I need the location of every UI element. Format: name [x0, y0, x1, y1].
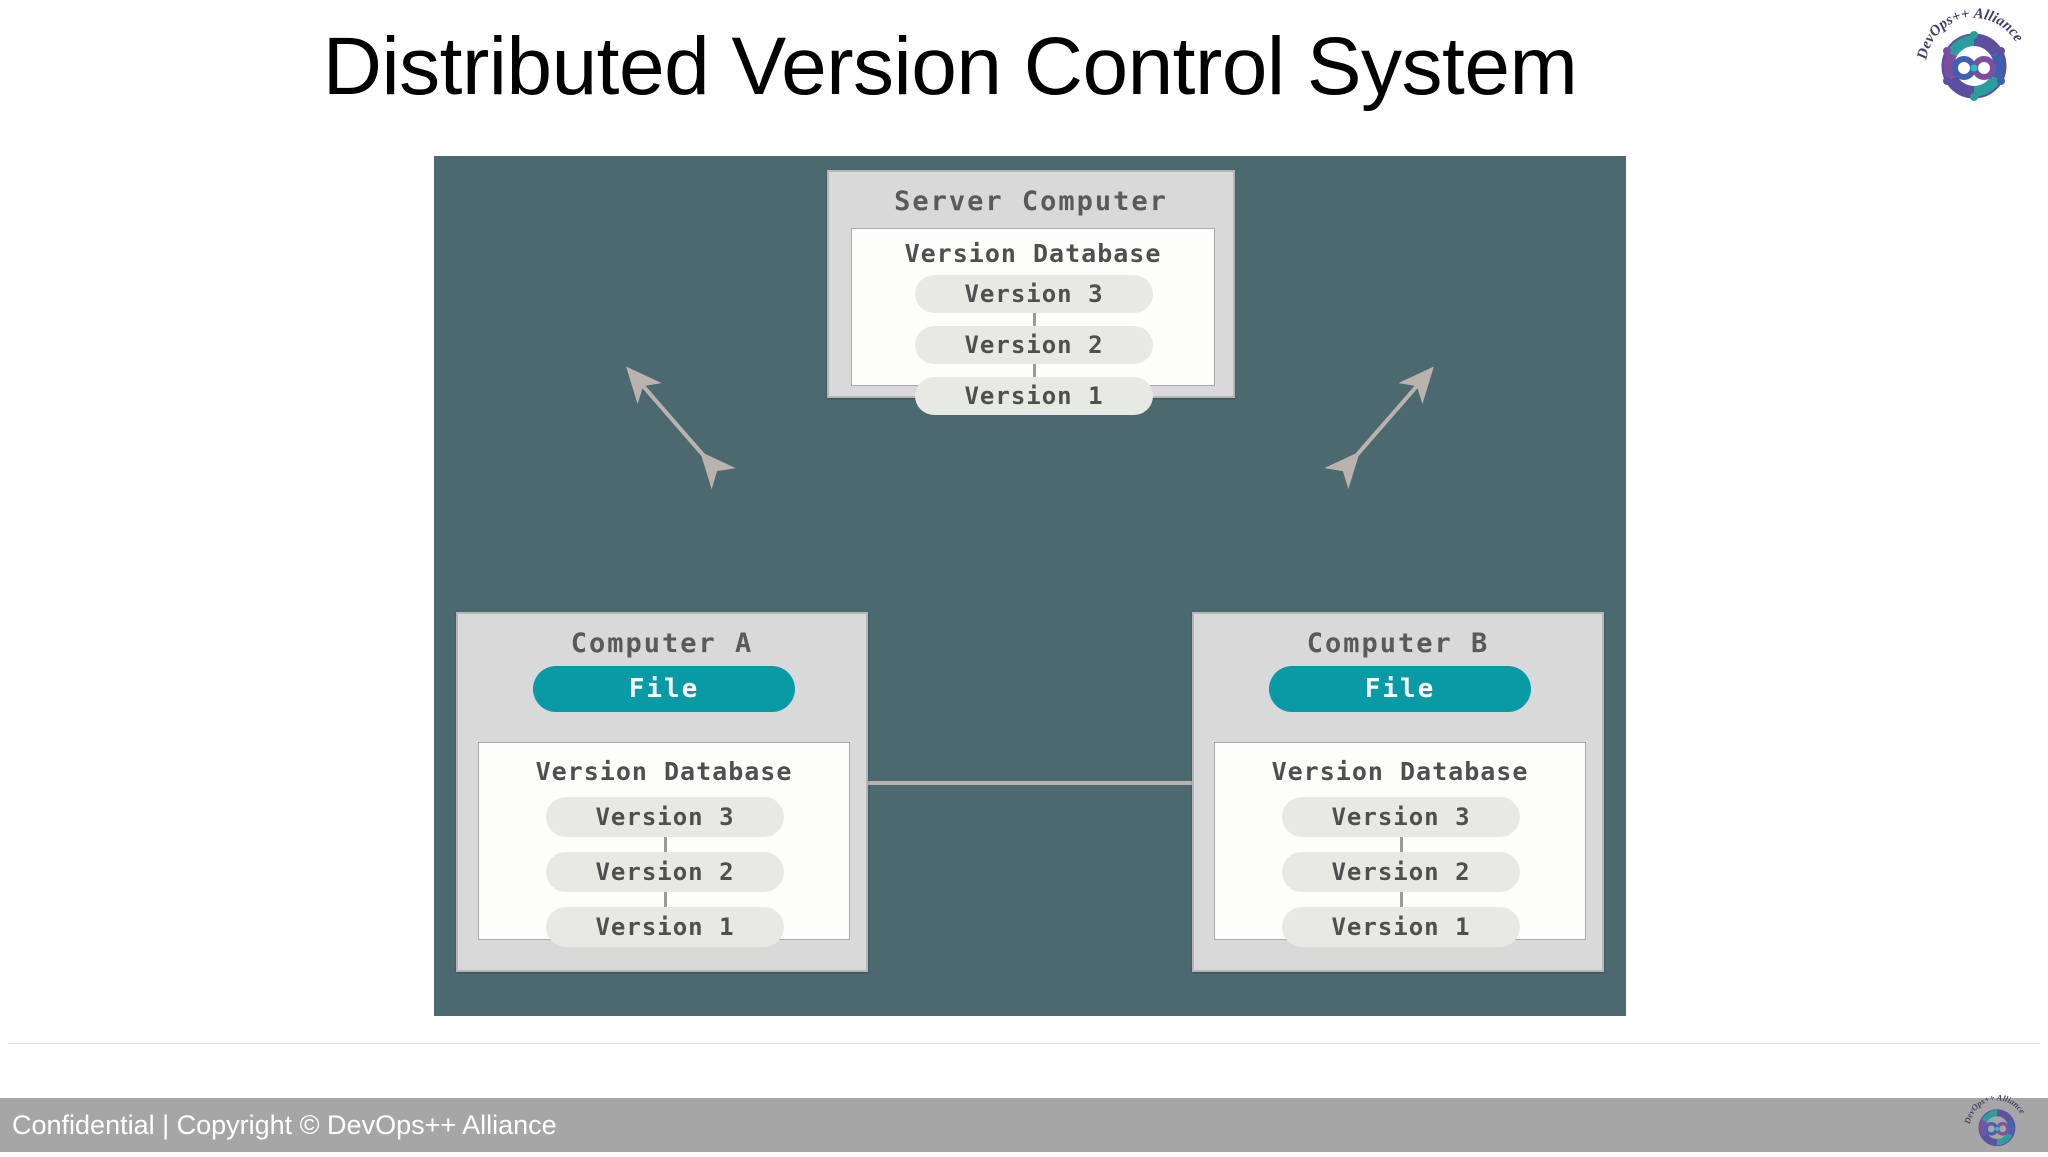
footer-divider: [8, 1043, 2040, 1044]
computer-b-version-pill-3: Version 3: [1282, 797, 1520, 837]
computer-a-version-database-title: Version Database: [535, 757, 793, 786]
page-title: Distributed Version Control System: [322, 21, 1578, 112]
server-version-pill-2: Version 2: [915, 326, 1153, 364]
computer-b-version-pill-1: Version 1: [1282, 907, 1520, 947]
computer-a-pill-connector-3-2: [664, 837, 667, 852]
diagram-canvas: Server Computer Version Database Version…: [434, 156, 1626, 1016]
server-computer-title: Server Computer: [894, 186, 1168, 217]
svg-text:DevOps++ Alliance: DevOps++ Alliance: [1964, 1092, 2028, 1126]
computer-b-box: Computer B File Version Database Version…: [1192, 612, 1604, 972]
computer-b-version-database-panel: Version Database Version 3 Version 2 Ver…: [1214, 742, 1586, 947]
footer-bar: Confidential | Copyright © DevOps++ Alli…: [0, 1092, 2048, 1152]
devops-alliance-footer-logo-icon: DevOps++ Alliance: [1962, 1092, 2030, 1152]
computer-b-title: Computer B: [1306, 628, 1490, 659]
server-pill-connector-2-1: [1033, 364, 1036, 377]
computer-a-version-pill-2: Version 2: [546, 852, 784, 892]
footer-text: Confidential | Copyright © DevOps++ Alli…: [12, 1110, 557, 1140]
computer-b-file-pill: File: [1269, 666, 1531, 712]
computer-a-box: Computer A File Version Database Version…: [456, 612, 868, 972]
server-version-pill-3: Version 3: [915, 275, 1153, 313]
server-pill-connector-3-2: [1033, 313, 1036, 326]
computer-a-version-pill-3: Version 3: [546, 797, 784, 837]
computer-b-version-pill-2: Version 2: [1282, 852, 1520, 892]
server-version-database-title: Version Database: [904, 239, 1162, 268]
devops-alliance-logo-icon: DevOps++ Alliance: [1914, 4, 2032, 108]
computer-b-version-database-title: Version Database: [1271, 757, 1529, 786]
computer-a-version-database-panel: Version Database Version 3 Version 2 Ver…: [478, 742, 850, 947]
server-computer-box: Server Computer Version Database Version…: [827, 170, 1235, 415]
computer-a-title: Computer A: [570, 628, 754, 659]
computer-a-file-pill: File: [533, 666, 795, 712]
computer-a-pill-connector-2-1: [664, 892, 667, 907]
computer-b-pill-connector-3-2: [1400, 837, 1403, 852]
computer-b-pill-connector-2-1: [1400, 892, 1403, 907]
server-version-database-panel: Version Database Version 3 Version 2 Ver…: [851, 228, 1215, 415]
server-version-pill-1: Version 1: [915, 377, 1153, 415]
computer-a-version-pill-1: Version 1: [546, 907, 784, 947]
